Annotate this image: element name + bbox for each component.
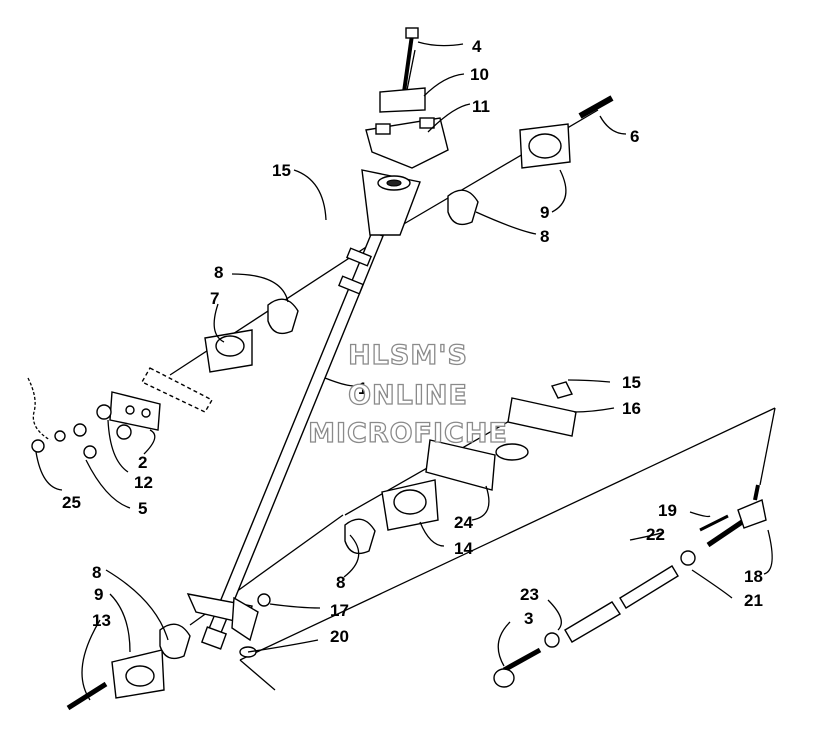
callout-7: 7 — [210, 289, 219, 308]
watermark-line-3: MICROFICHE — [308, 418, 508, 449]
callout-16: 16 — [622, 399, 641, 418]
callout-8-lower-mid: 8 — [336, 573, 345, 592]
callout-6: 6 — [630, 127, 639, 146]
left-clamp-assembly — [109, 298, 299, 431]
callout-15-upper: 15 — [272, 161, 291, 180]
callout-19: 19 — [658, 501, 677, 520]
callout-14: 14 — [454, 539, 473, 558]
callout-10: 10 — [470, 65, 489, 84]
callout-17: 17 — [330, 601, 349, 620]
leader-lines — [35, 41, 773, 701]
tie-rod-assembly — [493, 484, 767, 688]
watermark-line-1: HLSM'S — [348, 340, 468, 371]
callout-11: 11 — [472, 97, 490, 116]
upper-right-clamp — [447, 95, 614, 226]
callout-9-upper: 9 — [540, 203, 549, 222]
steering-post — [186, 169, 421, 650]
watermark-line-2: ONLINE — [348, 380, 468, 411]
hardware-stack — [27, 377, 132, 459]
callout-8-upper-right: 8 — [540, 227, 549, 246]
callout-8-upper-left: 8 — [214, 263, 223, 282]
callout-8-lower-left: 8 — [92, 563, 101, 582]
callout-21: 21 — [744, 591, 763, 610]
callout-15-lower: 15 — [622, 373, 641, 392]
callout-3: 3 — [524, 609, 533, 628]
lower-mount-assembly — [344, 381, 577, 555]
callout-2: 2 — [138, 453, 147, 472]
callout-24: 24 — [454, 513, 473, 532]
upper-clamp-assembly — [365, 27, 449, 169]
watermark: HLSM'S ONLINE MICROFICHE — [307, 339, 508, 449]
callout-13: 13 — [92, 611, 111, 630]
callout-labels: 4 10 11 6 15 9 8 8 7 1 15 16 2 12 25 5 2… — [62, 37, 763, 646]
callout-25: 25 — [62, 493, 81, 512]
callout-18: 18 — [744, 567, 763, 586]
callout-12: 12 — [134, 473, 153, 492]
callout-9-lower: 9 — [94, 585, 103, 604]
callout-20: 20 — [330, 627, 349, 646]
callout-23: 23 — [520, 585, 539, 604]
lower-left-clamp — [66, 593, 271, 711]
callout-22: 22 — [646, 525, 665, 544]
callout-4: 4 — [472, 37, 482, 56]
assembly-guide-lines — [169, 49, 776, 691]
callout-5: 5 — [138, 499, 147, 518]
callout-1: 1 — [358, 379, 367, 398]
